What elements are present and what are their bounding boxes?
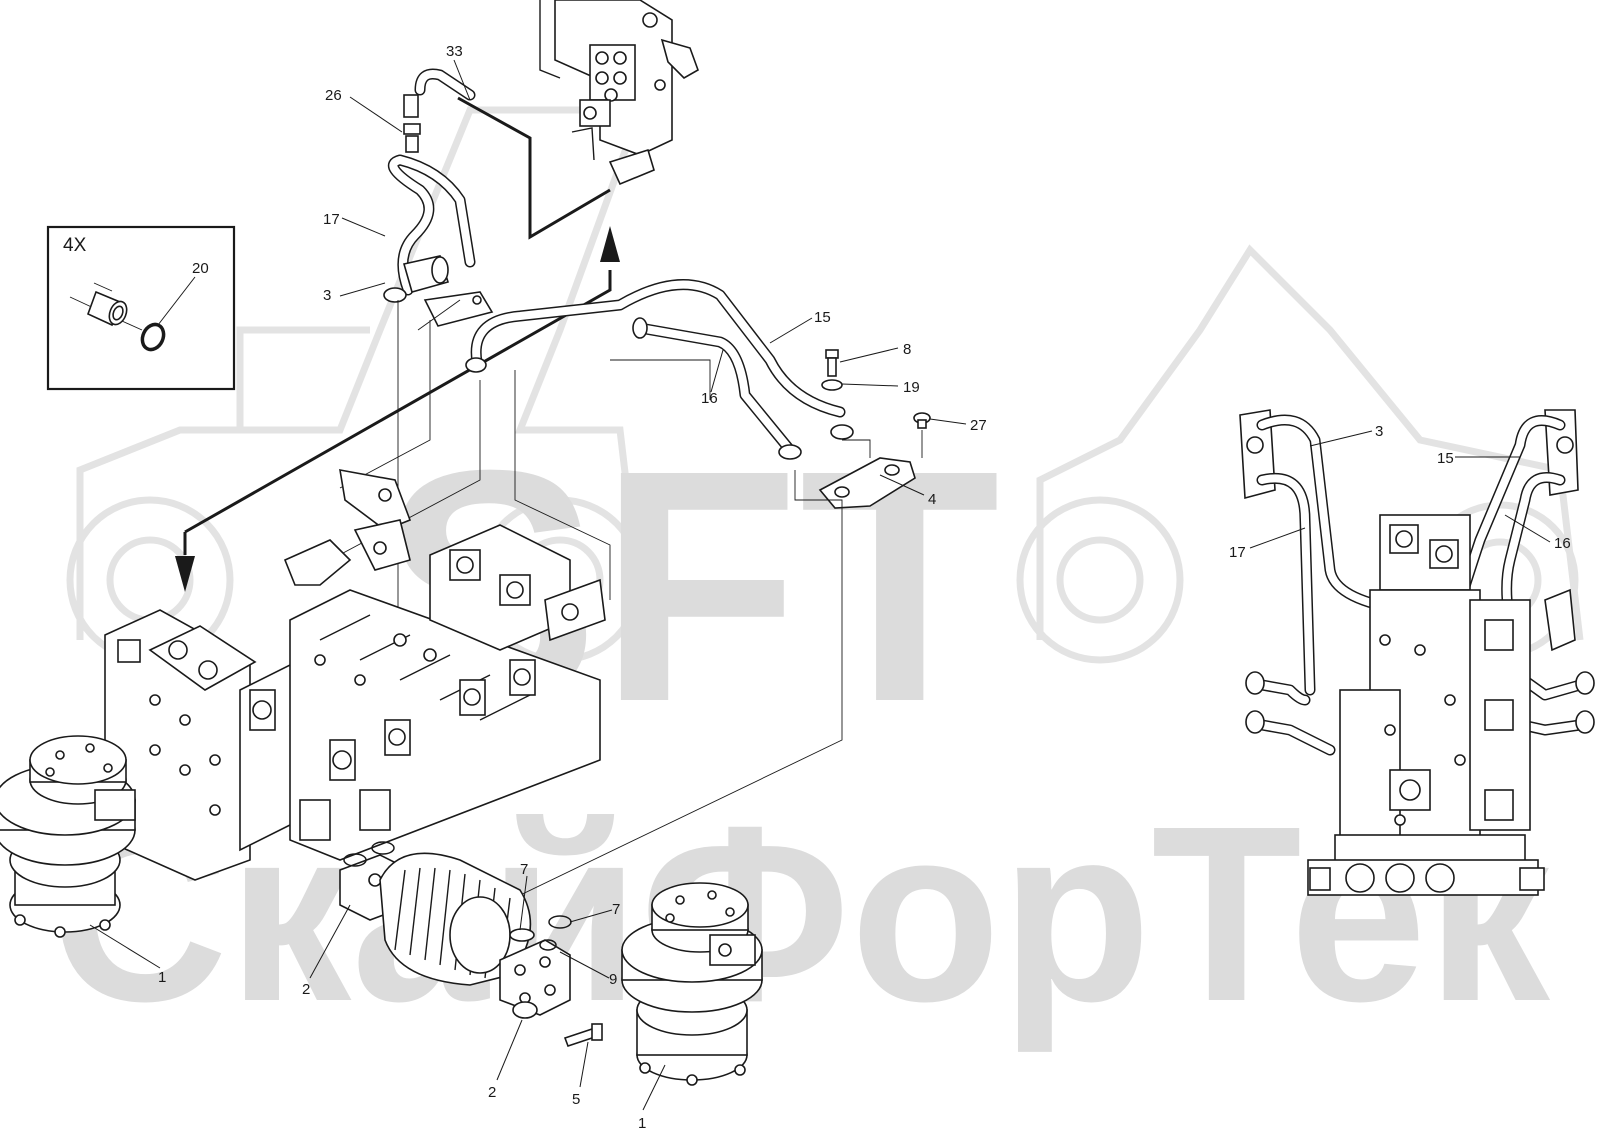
inset-quantity-label: 4X — [63, 235, 87, 256]
fitting-icon — [69, 282, 143, 331]
inset-callout-20: 20 — [192, 260, 209, 277]
callout-16: 16 — [701, 390, 718, 407]
bolt-5 — [563, 1023, 603, 1048]
callout-15-assembled: 15 — [1437, 450, 1454, 467]
plug-27 — [913, 412, 931, 429]
hose-17 — [387, 154, 476, 296]
motor-1-left — [0, 735, 136, 938]
gearbox-2 — [339, 852, 571, 1019]
fitting-26 — [403, 123, 421, 153]
callout-15: 15 — [814, 309, 831, 326]
flow-arrow-top — [175, 96, 620, 592]
detail-inset: 4X 20 — [46, 225, 236, 391]
watermark: SFT СкайФорТек — [50, 106, 1584, 1053]
callout-1-left: 1 — [158, 969, 166, 986]
callout-9: 9 — [609, 971, 617, 988]
callout-16-assembled: 16 — [1554, 535, 1571, 552]
fitting-3 — [383, 255, 494, 327]
callout-17-assembled: 17 — [1229, 544, 1246, 561]
callout-17: 17 — [323, 211, 340, 228]
washer-19 — [821, 379, 843, 391]
valve-block-top — [539, 0, 699, 186]
callout-33: 33 — [446, 43, 463, 60]
callout-7-lower: 7 — [612, 901, 620, 918]
callout-3: 3 — [323, 287, 331, 304]
screw-8 — [825, 349, 839, 377]
callout-5: 5 — [572, 1091, 580, 1108]
callout-26: 26 — [325, 87, 342, 104]
valve-bank-ports — [149, 633, 437, 816]
hose-15 — [465, 279, 854, 440]
callout-1-right: 1 — [638, 1115, 646, 1132]
assembled-view-right — [1239, 409, 1595, 896]
callout-8: 8 — [903, 341, 911, 358]
callout-19: 19 — [903, 379, 920, 396]
watermark-machine-right — [1016, 244, 1584, 664]
callout-3-assembled: 3 — [1375, 423, 1383, 440]
callout-labels: 33 26 17 3 15 16 8 19 27 4 1 2 7 7 9 2 5… — [158, 43, 1571, 1132]
hose-16 — [632, 317, 802, 460]
motor-1-right — [621, 882, 763, 1086]
leader-lines — [89, 59, 1551, 1111]
valve-bank-main — [104, 469, 606, 881]
bracket-4 — [818, 457, 916, 509]
callout-7-upper: 7 — [520, 861, 528, 878]
callout-4: 4 — [928, 491, 936, 508]
hose-33 — [403, 68, 476, 118]
callout-2-upper: 2 — [302, 981, 310, 998]
callout-27: 27 — [970, 417, 987, 434]
callout-2-lower: 2 — [488, 1084, 496, 1101]
o-ring-icon — [140, 322, 166, 352]
valve-bank-solenoids — [249, 659, 536, 841]
